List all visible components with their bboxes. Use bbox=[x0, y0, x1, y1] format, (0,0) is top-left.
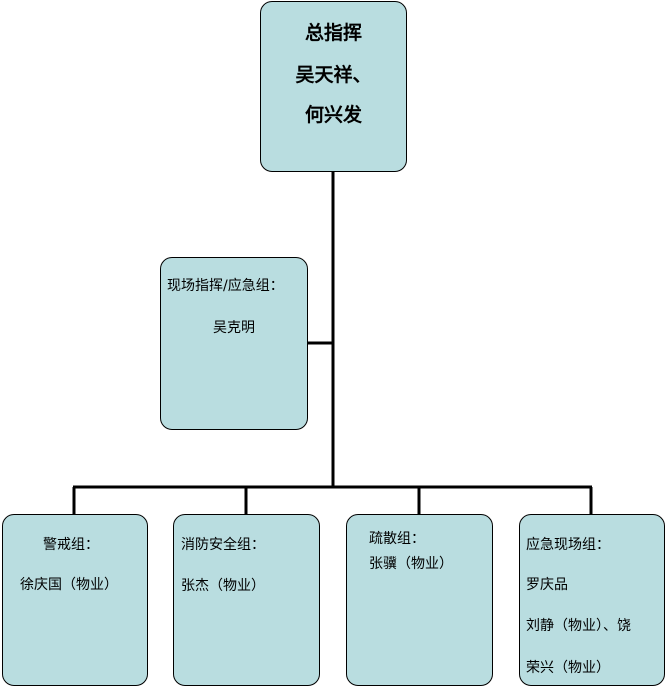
onsite-command-node: 现场指挥/应急组： 吴克明 bbox=[160, 257, 308, 430]
commander-name-1: 吴天祥、 bbox=[295, 64, 372, 86]
commander-title: 总指挥 bbox=[304, 22, 362, 44]
emergency-group-title: 应急现场组： bbox=[526, 537, 610, 553]
emergency-onsite-group-node: 应急现场组： 罗庆品 刘静（物业）、饶 荣兴（物业） bbox=[519, 514, 665, 686]
onsite-member: 吴克明 bbox=[213, 320, 255, 336]
fire-safety-group-node: 消防安全组： 张杰（物业） bbox=[173, 514, 320, 686]
emergency-group-member-2: 刘静（物业）、饶 bbox=[526, 618, 631, 634]
onsite-title: 现场指挥/应急组： bbox=[167, 278, 284, 294]
fire-safety-group-member: 张杰（物业） bbox=[181, 578, 265, 594]
alert-group-node: 警戒组： 徐庆国（物业） bbox=[2, 514, 148, 686]
emergency-group-member-1: 罗庆品 bbox=[526, 577, 568, 593]
alert-group-title: 警戒组： bbox=[43, 537, 99, 553]
fire-safety-group-title: 消防安全组： bbox=[181, 537, 265, 553]
commander-node: 总指挥 吴天祥、 何兴发 bbox=[260, 1, 407, 172]
emergency-group-member-3: 荣兴（物业） bbox=[526, 660, 610, 676]
evacuation-group-node: 疏散组： 张骥（物业） bbox=[346, 514, 493, 686]
commander-name-2: 何兴发 bbox=[304, 104, 362, 126]
evacuation-group-member: 张骥（物业） bbox=[369, 556, 453, 572]
evacuation-group-title: 疏散组： bbox=[369, 531, 425, 547]
alert-group-member: 徐庆国（物业） bbox=[20, 577, 118, 593]
